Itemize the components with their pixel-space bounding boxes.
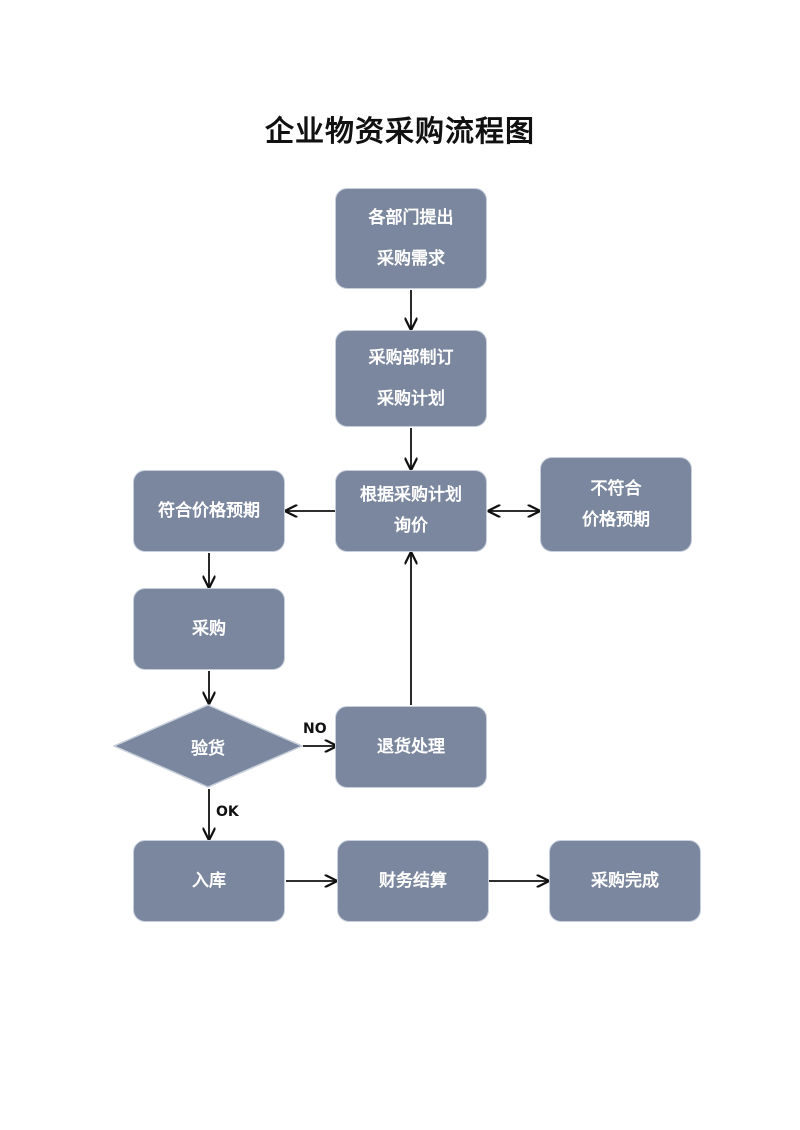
node-return: 退货处理 — [335, 706, 487, 788]
node-plan-line2: 采购计划 — [377, 388, 445, 409]
node-inquiry-line2: 询价 — [394, 516, 428, 536]
node-settlement-line1: 财务结算 — [379, 870, 447, 891]
node-plan: 采购部制订 采购计划 — [335, 330, 487, 427]
edge-label-no: NO — [303, 721, 327, 737]
node-dept-request: 各部门提出 采购需求 — [335, 188, 487, 289]
node-complete: 采购完成 — [549, 840, 701, 922]
edge-label-ok: OK — [216, 804, 239, 820]
node-not-meets-price-line1: 不符合 — [590, 478, 642, 499]
node-inspection: 验货 — [113, 704, 303, 788]
node-settlement: 财务结算 — [337, 840, 489, 922]
page-title: 企业物资采购流程图 — [264, 114, 535, 148]
node-plan-line1: 采购部制订 — [368, 347, 454, 368]
decision-diamond-shape — [113, 704, 303, 788]
node-meets-price: 符合价格预期 — [133, 470, 285, 552]
node-inquiry-line1: 根据采购计划 — [360, 485, 462, 505]
node-warehouse-line1: 入库 — [192, 870, 226, 891]
node-not-meets-price: 不符合 价格预期 — [540, 457, 692, 552]
node-complete-line1: 采购完成 — [591, 870, 659, 891]
node-inspection-label: 验货 — [191, 738, 225, 759]
node-meets-price-line1: 符合价格预期 — [158, 500, 260, 521]
node-purchase: 采购 — [133, 588, 285, 670]
node-dept-request-line2: 采购需求 — [377, 248, 445, 269]
node-warehouse: 入库 — [133, 840, 285, 922]
node-inquiry: 根据采购计划 询价 — [335, 470, 487, 552]
node-dept-request-line1: 各部门提出 — [368, 207, 454, 228]
node-not-meets-price-line2: 价格预期 — [582, 509, 650, 530]
node-return-line1: 退货处理 — [377, 736, 445, 757]
node-purchase-line1: 采购 — [192, 618, 226, 639]
